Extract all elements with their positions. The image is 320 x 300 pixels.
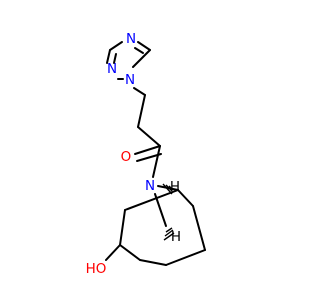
- bond-c5-n4-inner: [134, 47, 144, 54]
- bond-c5-n4: [137, 41, 151, 51]
- bond-n-c5: [154, 193, 167, 227]
- triazole-ring: [106, 41, 151, 80]
- butanoyl-chain: [133, 87, 162, 178]
- atom-labels: N N N O N H H HO: [86, 31, 181, 277]
- bond-c3-n2-inner: [113, 53, 117, 64]
- bond-c2-c3: [119, 209, 126, 246]
- bond-c4-c5: [139, 259, 167, 266]
- bond-c3-n2: [106, 49, 111, 64]
- bond-n1-c5: [132, 49, 151, 68]
- atom-label-n1: N: [125, 72, 135, 88]
- bond-n1-ca: [133, 87, 146, 96]
- molecule-structure-canvas: N N N O N H H HO: [86, 31, 206, 277]
- bond-c1-c7: [177, 189, 194, 207]
- atom-label-h-top: H: [170, 179, 180, 195]
- bond-c1-c2: [124, 189, 179, 211]
- bond-n-c1: [157, 185, 179, 191]
- atom-label-n2: N: [107, 61, 117, 77]
- bond-cb-cc: [137, 126, 161, 147]
- bond-c6-c5: [165, 249, 206, 266]
- bond-c3-c4: [119, 244, 141, 261]
- atom-label-h-bottom: H: [171, 229, 181, 245]
- atom-label-carbonyl-oxygen: O: [121, 149, 132, 165]
- bond-carbonyl-n: [152, 145, 161, 178]
- bond-c7-c6: [192, 205, 206, 251]
- bond-n4-c3: [109, 41, 123, 51]
- atom-label-bridge-nitrogen: N: [145, 178, 155, 194]
- bond-ca-cb: [137, 94, 146, 128]
- bond-carbonyl-c-o: [134, 145, 161, 155]
- atom-label-hydroxyl: HO: [86, 261, 107, 277]
- atom-label-n4: N: [126, 31, 136, 47]
- hash-wedge-top: [162, 183, 173, 195]
- hash-wedge-bottom: [163, 227, 175, 241]
- bicyclic-core: [105, 183, 206, 266]
- bond-c3-oh: [105, 244, 121, 261]
